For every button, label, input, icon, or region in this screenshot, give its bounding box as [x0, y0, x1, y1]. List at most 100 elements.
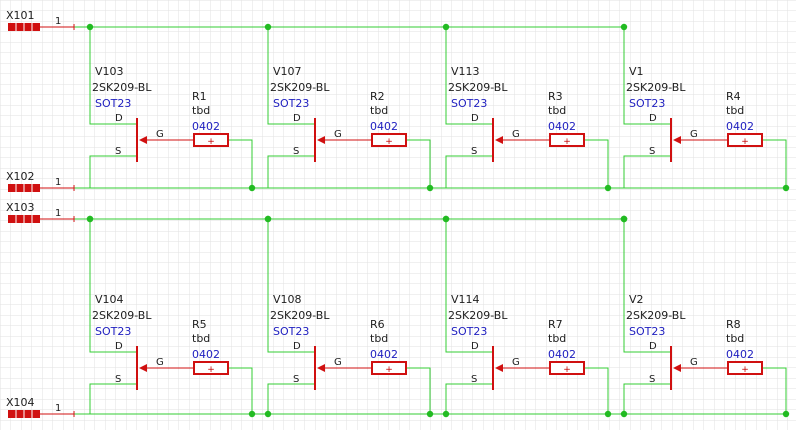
fet-pin-source-label: S [293, 146, 299, 157]
junction-dot [426, 184, 434, 192]
fet-package-label: SOT23 [629, 97, 665, 110]
fet-pin-source-label: S [649, 146, 655, 157]
source-wire [89, 383, 137, 414]
junction-dot [248, 410, 256, 418]
junction-dot [620, 23, 628, 31]
fet-pin-drain-label: D [115, 113, 123, 124]
fet-gate-arrow [317, 136, 325, 144]
fet-package-label: SOT23 [95, 325, 131, 338]
resistor-return-wire [584, 367, 609, 414]
resistor-value-label: tbd [726, 332, 744, 345]
connector-x102[interactable]: X102 1 [6, 170, 75, 192]
resistor-mark: + [207, 365, 215, 375]
resistor-name-label: R6 [370, 318, 385, 331]
resistor-value-label: tbd [192, 332, 210, 345]
fet-name-label: V103 [95, 65, 124, 78]
resistor-return-wire [228, 367, 253, 414]
fet-gate-arrow [495, 364, 503, 372]
junction-dot [620, 215, 628, 223]
resistor-name-label: R3 [548, 90, 563, 103]
connector-pin-number: 1 [55, 177, 61, 188]
resistor-package-label: 0402 [548, 120, 576, 133]
fet-pin-source-label: S [115, 146, 121, 157]
source-wire [445, 383, 493, 414]
junction-dot [248, 184, 256, 192]
resistor-package-label: 0402 [370, 120, 398, 133]
fet-pin-gate-label: G [156, 129, 164, 140]
fet-pin-gate-label: G [690, 357, 698, 368]
resistor-body [549, 361, 585, 375]
resistor-package-label: 0402 [726, 348, 754, 361]
resistor-name-label: R8 [726, 318, 741, 331]
fet-name-label: V114 [451, 293, 480, 306]
junction-dot [442, 410, 450, 418]
fet-value-label: 2SK209-BL [270, 81, 330, 94]
resistor-body [371, 133, 407, 147]
resistor-name-label: R2 [370, 90, 385, 103]
resistor-package-label: 0402 [370, 348, 398, 361]
fet-name-label: V107 [273, 65, 302, 78]
fet-value-label: 2SK209-BL [92, 309, 152, 322]
resistor-body [727, 361, 763, 375]
fet-pin-gate-label: G [334, 357, 342, 368]
resistor-value-label: tbd [192, 104, 210, 117]
fet-package-label: SOT23 [273, 325, 309, 338]
fet-name-label: V1 [629, 65, 644, 78]
junction-dot [442, 23, 450, 31]
fet-pin-drain-label: D [471, 341, 479, 352]
resistor-return-wire [228, 139, 253, 188]
junction-dot [604, 410, 612, 418]
fet-gate-arrow [139, 136, 147, 144]
fet-value-label: 2SK209-BL [626, 81, 686, 94]
resistor-mark: + [385, 365, 393, 375]
fet-value-label: 2SK209-BL [270, 309, 330, 322]
resistor-value-label: tbd [548, 332, 566, 345]
fet-pin-drain-label: D [293, 341, 301, 352]
drain-wire [267, 219, 315, 353]
resistor-package-label: 0402 [192, 120, 220, 133]
source-wire [267, 155, 315, 188]
drain-wire [89, 219, 137, 353]
fet-package-label: SOT23 [273, 97, 309, 110]
source-wire [89, 155, 137, 188]
fet-gate-arrow [495, 136, 503, 144]
resistor-value-label: tbd [726, 104, 744, 117]
resistor-name-label: R7 [548, 318, 563, 331]
fet-pin-gate-label: G [156, 357, 164, 368]
junction-dot [442, 215, 450, 223]
drain-wire [267, 27, 315, 125]
fet-pin-drain-label: D [649, 113, 657, 124]
resistor-mark: + [563, 365, 571, 375]
fet-pin-drain-label: D [649, 341, 657, 352]
resistor-return-wire [406, 139, 431, 188]
connector-name-label: X102 [6, 170, 35, 183]
fet-pin-source-label: S [471, 374, 477, 385]
resistor-return-wire [584, 139, 609, 188]
junction-dot [264, 410, 272, 418]
fet-gate-arrow [673, 364, 681, 372]
fet-value-label: 2SK209-BL [448, 81, 508, 94]
connector-pin-number: 1 [55, 403, 61, 414]
resistor-package-label: 0402 [192, 348, 220, 361]
source-wire [267, 383, 315, 414]
junction-dot [426, 410, 434, 418]
fet-pin-source-label: S [471, 146, 477, 157]
connector-x104[interactable]: X104 1 [6, 396, 75, 418]
fet-value-label: 2SK209-BL [448, 309, 508, 322]
fet-pin-gate-label: G [690, 129, 698, 140]
connector-name-label: X104 [6, 396, 35, 409]
resistor-name-label: R4 [726, 90, 741, 103]
connector-name-label: X101 [6, 9, 35, 22]
junction-dot [782, 410, 790, 418]
resistor-name-label: R1 [192, 90, 207, 103]
fet-name-label: V104 [95, 293, 124, 306]
